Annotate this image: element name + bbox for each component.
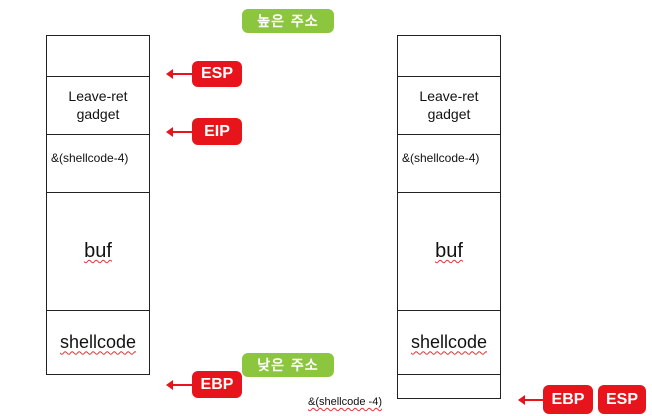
left-ebp-register: EBP [192,371,242,398]
left-stack: Leave-ret gadget &(shellcode-4) buf shel… [46,35,150,375]
right-stack-bottom-note-text: &(shellcode -4) [308,396,382,408]
left-stack-leave-ret-gadget: Leave-ret gadget [47,76,149,134]
left-stack-buf-text: buf [84,240,112,262]
right-stack-shellcode-addr: &(shellcode-4) [398,134,500,192]
right-stack-leave-ret-gadget: Leave-ret gadget [398,76,500,134]
high-address-label: 높은 주소 [242,9,334,33]
left-stack-empty-slot [47,36,149,76]
right-ebp-arrow [518,395,546,405]
right-ebp-register: EBP [543,385,593,414]
left-stack-shellcode: shellcode [47,310,149,374]
left-ebp-arrow [166,380,194,390]
right-stack-bottom-slot [398,374,500,398]
left-stack-shellcode-addr: &(shellcode-4) [47,134,149,192]
right-stack: Leave-ret gadget &(shellcode-4) buf shel… [397,35,501,399]
left-esp-arrow [166,69,194,79]
right-stack-bottom-note: &(shellcode -4) [308,396,382,408]
low-address-label: 낮은 주소 [242,353,334,377]
left-stack-buf: buf [47,192,149,310]
right-stack-buf-text: buf [435,240,463,262]
left-esp-register: ESP [192,61,242,87]
right-esp-register: ESP [598,385,646,414]
left-eip-arrow [166,127,194,137]
right-stack-shellcode-text: shellcode [410,332,488,353]
left-stack-shellcode-text: shellcode [59,332,137,353]
right-stack-empty-slot [398,36,500,76]
left-eip-register: EIP [192,118,242,145]
right-stack-buf: buf [398,192,500,310]
right-stack-shellcode: shellcode [398,310,500,374]
